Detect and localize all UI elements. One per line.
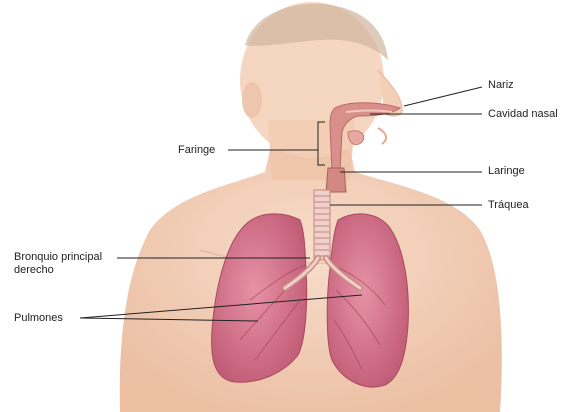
label-pulmones: Pulmones: [14, 312, 63, 325]
label-bronquio-line2: derecho: [14, 264, 54, 277]
label-traquea: Tráquea: [488, 199, 529, 212]
label-bronquio-line1: Bronquio principal: [14, 251, 102, 264]
torso: [120, 150, 502, 412]
head: [240, 2, 402, 158]
label-faringe: Faringe: [178, 144, 215, 157]
upper-airway: [330, 103, 400, 172]
left-lung: [327, 214, 408, 387]
leader-nariz: [404, 87, 482, 106]
label-laringe: Laringe: [488, 165, 525, 178]
label-nariz: Nariz: [488, 79, 514, 92]
label-cavidad-nasal: Cavidad nasal: [488, 108, 558, 121]
trachea: [314, 190, 330, 260]
